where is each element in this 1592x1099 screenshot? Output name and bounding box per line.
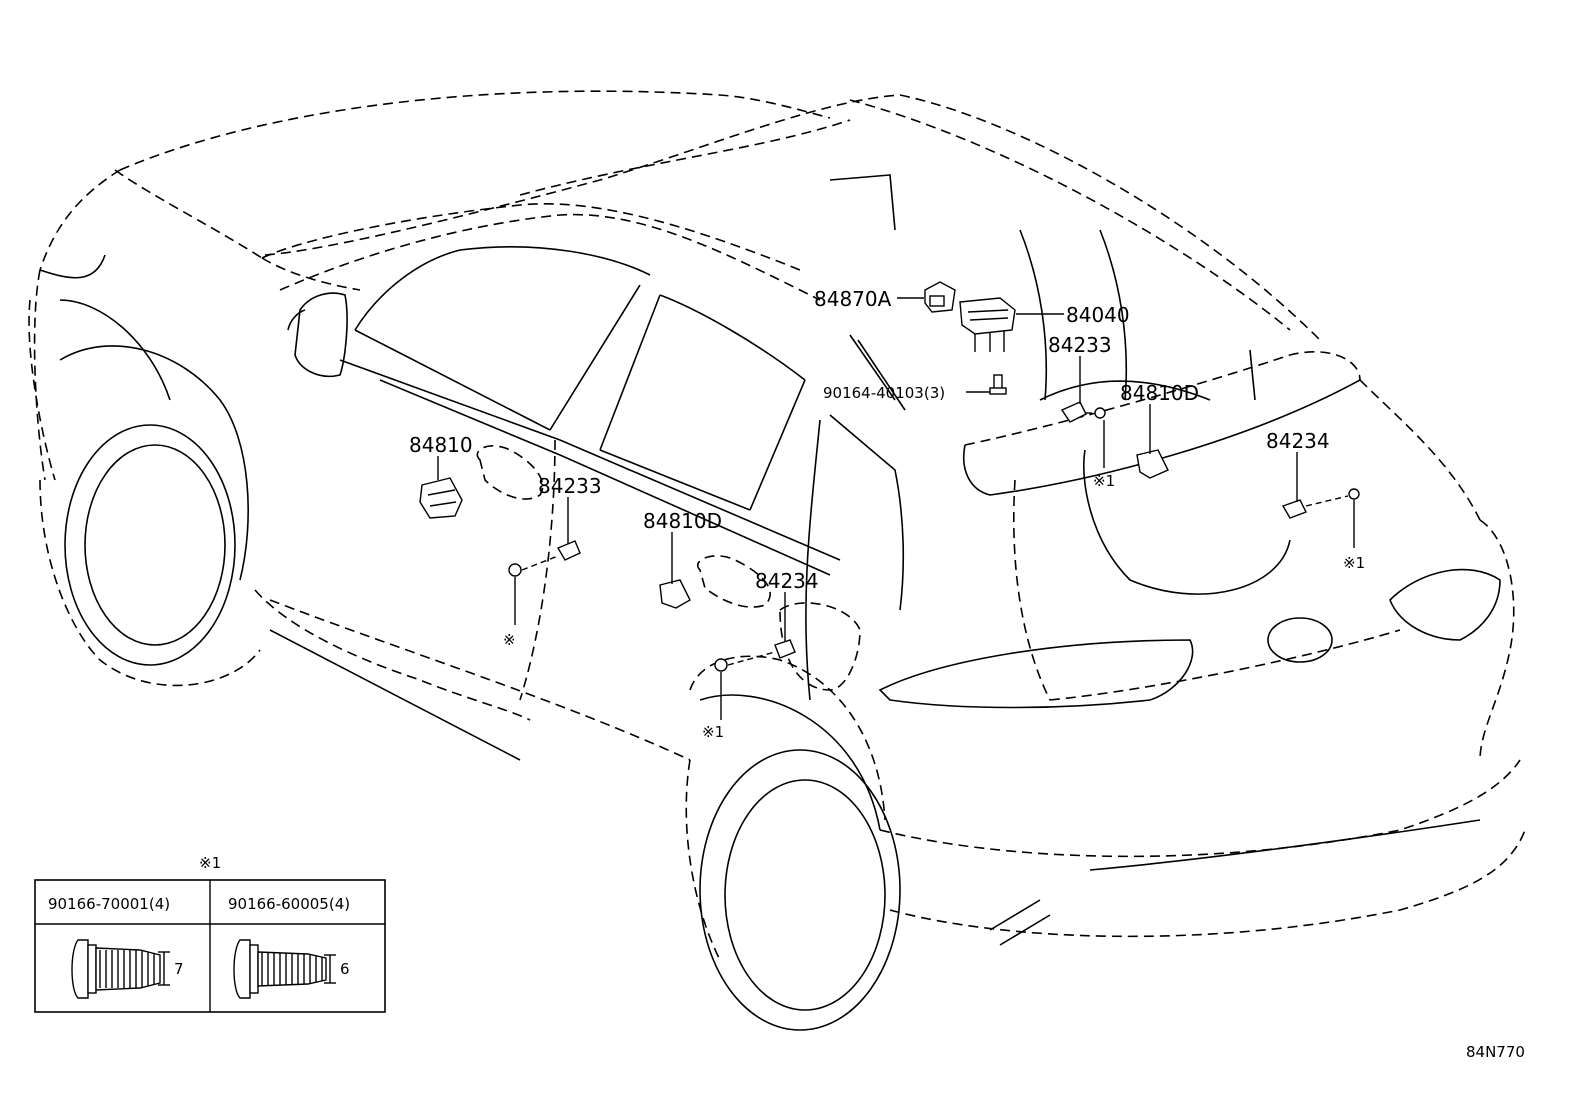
screw-tail-drawing[interactable] bbox=[1348, 488, 1360, 500]
label-84233-rear: 84233 bbox=[1048, 333, 1112, 357]
label-84870A: 84870A bbox=[814, 287, 892, 311]
label-84040: 84040 bbox=[1066, 303, 1130, 327]
mark-side: ※1 bbox=[702, 723, 724, 741]
label-84234-rear: 84234 bbox=[1266, 429, 1330, 453]
legend-part-no-1: 90166-70001(4) bbox=[48, 895, 170, 913]
part-84870A-drawing[interactable] bbox=[924, 281, 956, 313]
screw-60005-drawing: 6 bbox=[233, 939, 350, 999]
clip-84233-front-drawing[interactable] bbox=[556, 540, 581, 561]
screw-side-drawing[interactable] bbox=[714, 658, 728, 672]
part-84810D-rear-drawing[interactable] bbox=[1136, 449, 1169, 479]
part-84040-drawing[interactable] bbox=[959, 297, 1016, 352]
label-84810: 84810 bbox=[409, 433, 473, 457]
fastener-legend: ※1 90166-70001(4) 90166-60005(4) 7 6 bbox=[34, 854, 386, 1013]
label-84810D-rear: 84810D bbox=[1120, 381, 1199, 405]
screw-front-drawing[interactable] bbox=[508, 563, 522, 577]
clip-84233-rear-drawing[interactable] bbox=[1060, 401, 1087, 423]
diagram-code: 84N770 bbox=[1466, 1043, 1525, 1061]
leader-lines bbox=[437, 297, 1355, 720]
mark-tail: ※1 bbox=[1343, 554, 1365, 572]
label-84810D-side: 84810D bbox=[643, 509, 722, 533]
part-84810D-side-drawing[interactable] bbox=[659, 579, 691, 609]
legend-dim-2: 6 bbox=[340, 960, 350, 978]
mark-rear: ※1 bbox=[1093, 472, 1115, 490]
legend-dim-1: 7 bbox=[174, 960, 184, 978]
part-84810-drawing[interactable] bbox=[419, 477, 463, 519]
mark-front: ※ bbox=[503, 631, 516, 649]
label-90164-40103: 90164-40103(3) bbox=[823, 384, 945, 402]
screw-70001-drawing: 7 bbox=[71, 939, 184, 999]
vehicle-outline bbox=[28, 90, 1526, 1031]
legend-part-no-2: 90166-60005(4) bbox=[228, 895, 350, 913]
screw-rear-drawing[interactable] bbox=[1094, 407, 1106, 419]
bolt-90164-drawing[interactable] bbox=[989, 374, 1007, 395]
clip-84234-rear-drawing[interactable] bbox=[1281, 499, 1307, 519]
legend-header-mark: ※1 bbox=[199, 854, 221, 872]
clip-84234-side-drawing[interactable] bbox=[774, 639, 796, 659]
label-84233-front: 84233 bbox=[538, 474, 602, 498]
label-84234-side: 84234 bbox=[755, 569, 819, 593]
